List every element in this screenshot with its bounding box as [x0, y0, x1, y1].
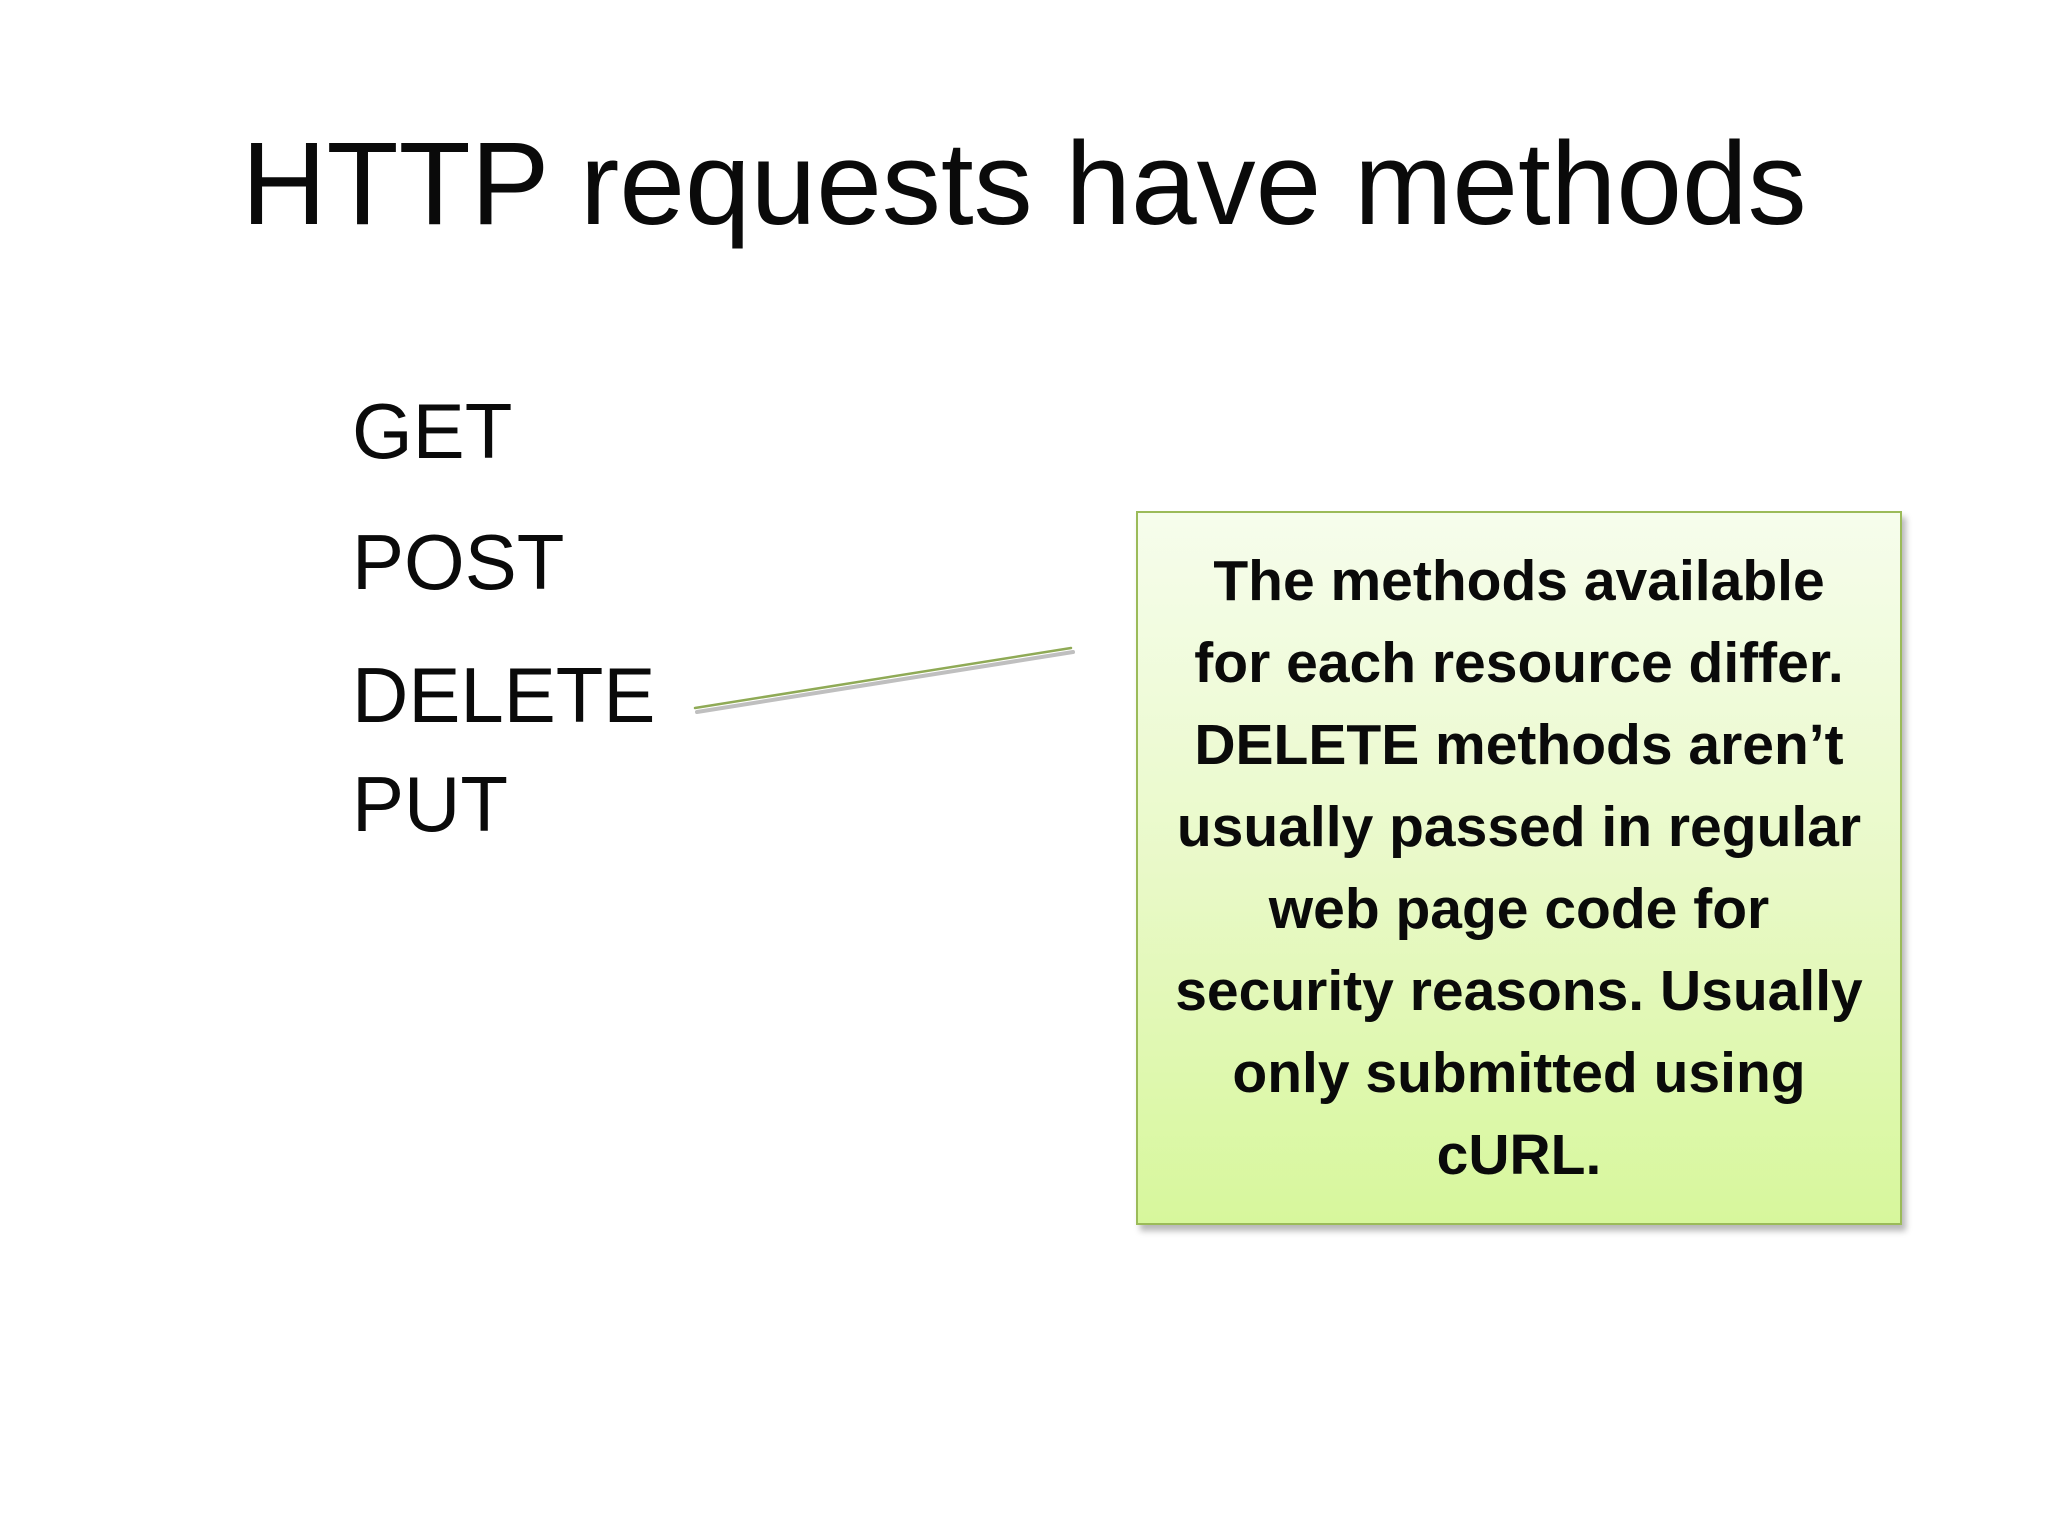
- method-put: PUT: [352, 760, 508, 848]
- method-post: POST: [352, 518, 565, 606]
- slide-title: HTTP requests have methods: [241, 118, 1807, 250]
- connector-shadow: [695, 650, 1075, 714]
- method-delete: DELETE: [352, 651, 656, 739]
- connector-line: [693, 646, 1073, 710]
- callout-text: The methods available for each resource …: [1175, 549, 1863, 1187]
- callout-box: The methods available for each resource …: [1136, 511, 1902, 1225]
- method-get: GET: [352, 387, 513, 475]
